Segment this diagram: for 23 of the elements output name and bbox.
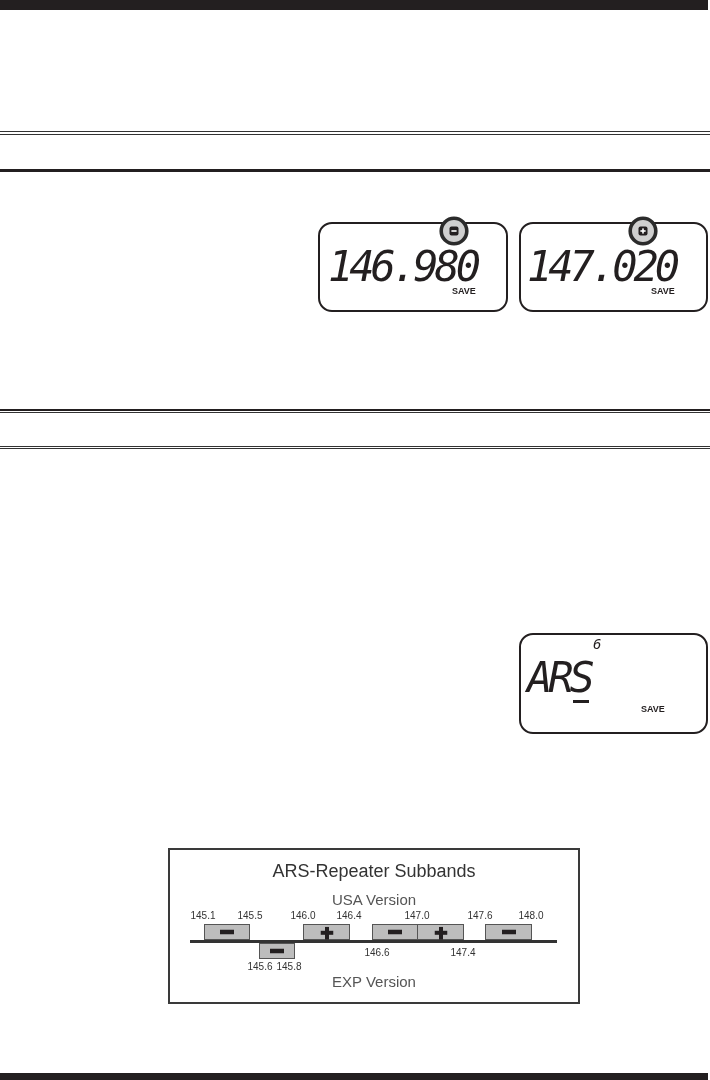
lcd-display (519, 633, 708, 734)
frequency-label: 146.4 (336, 910, 362, 921)
save-indicator: SAVE (452, 287, 476, 296)
frequency-label: 145.6 (247, 961, 273, 972)
frequency-label: 145.1 (190, 910, 216, 921)
frequency-label: 147.4 (450, 947, 476, 958)
version-label: USA Version (331, 892, 417, 909)
frequency-label: 147.0 (404, 910, 430, 921)
frequency-label: 146.0 (290, 910, 316, 921)
frequency-label: 145.5 (237, 910, 263, 921)
frequency-label: 146.6 (364, 947, 390, 958)
frequency-readout: 147.020 (527, 246, 676, 288)
menu-number: 6 (593, 637, 602, 651)
frequency-readout: 146.980 (328, 246, 477, 288)
version-label: EXP Version (332, 974, 416, 991)
frequency-label: 148.0 (518, 910, 544, 921)
frequency-label: 147.6 (467, 910, 493, 921)
chart-title: ARS-Repeater Subbands (272, 862, 476, 882)
chart-panel (168, 848, 580, 1004)
save-indicator: SAVE (641, 705, 665, 714)
menu-name-readout: ARS (527, 657, 591, 699)
frequency-label: 145.8 (276, 961, 302, 972)
save-indicator: SAVE (651, 287, 675, 296)
